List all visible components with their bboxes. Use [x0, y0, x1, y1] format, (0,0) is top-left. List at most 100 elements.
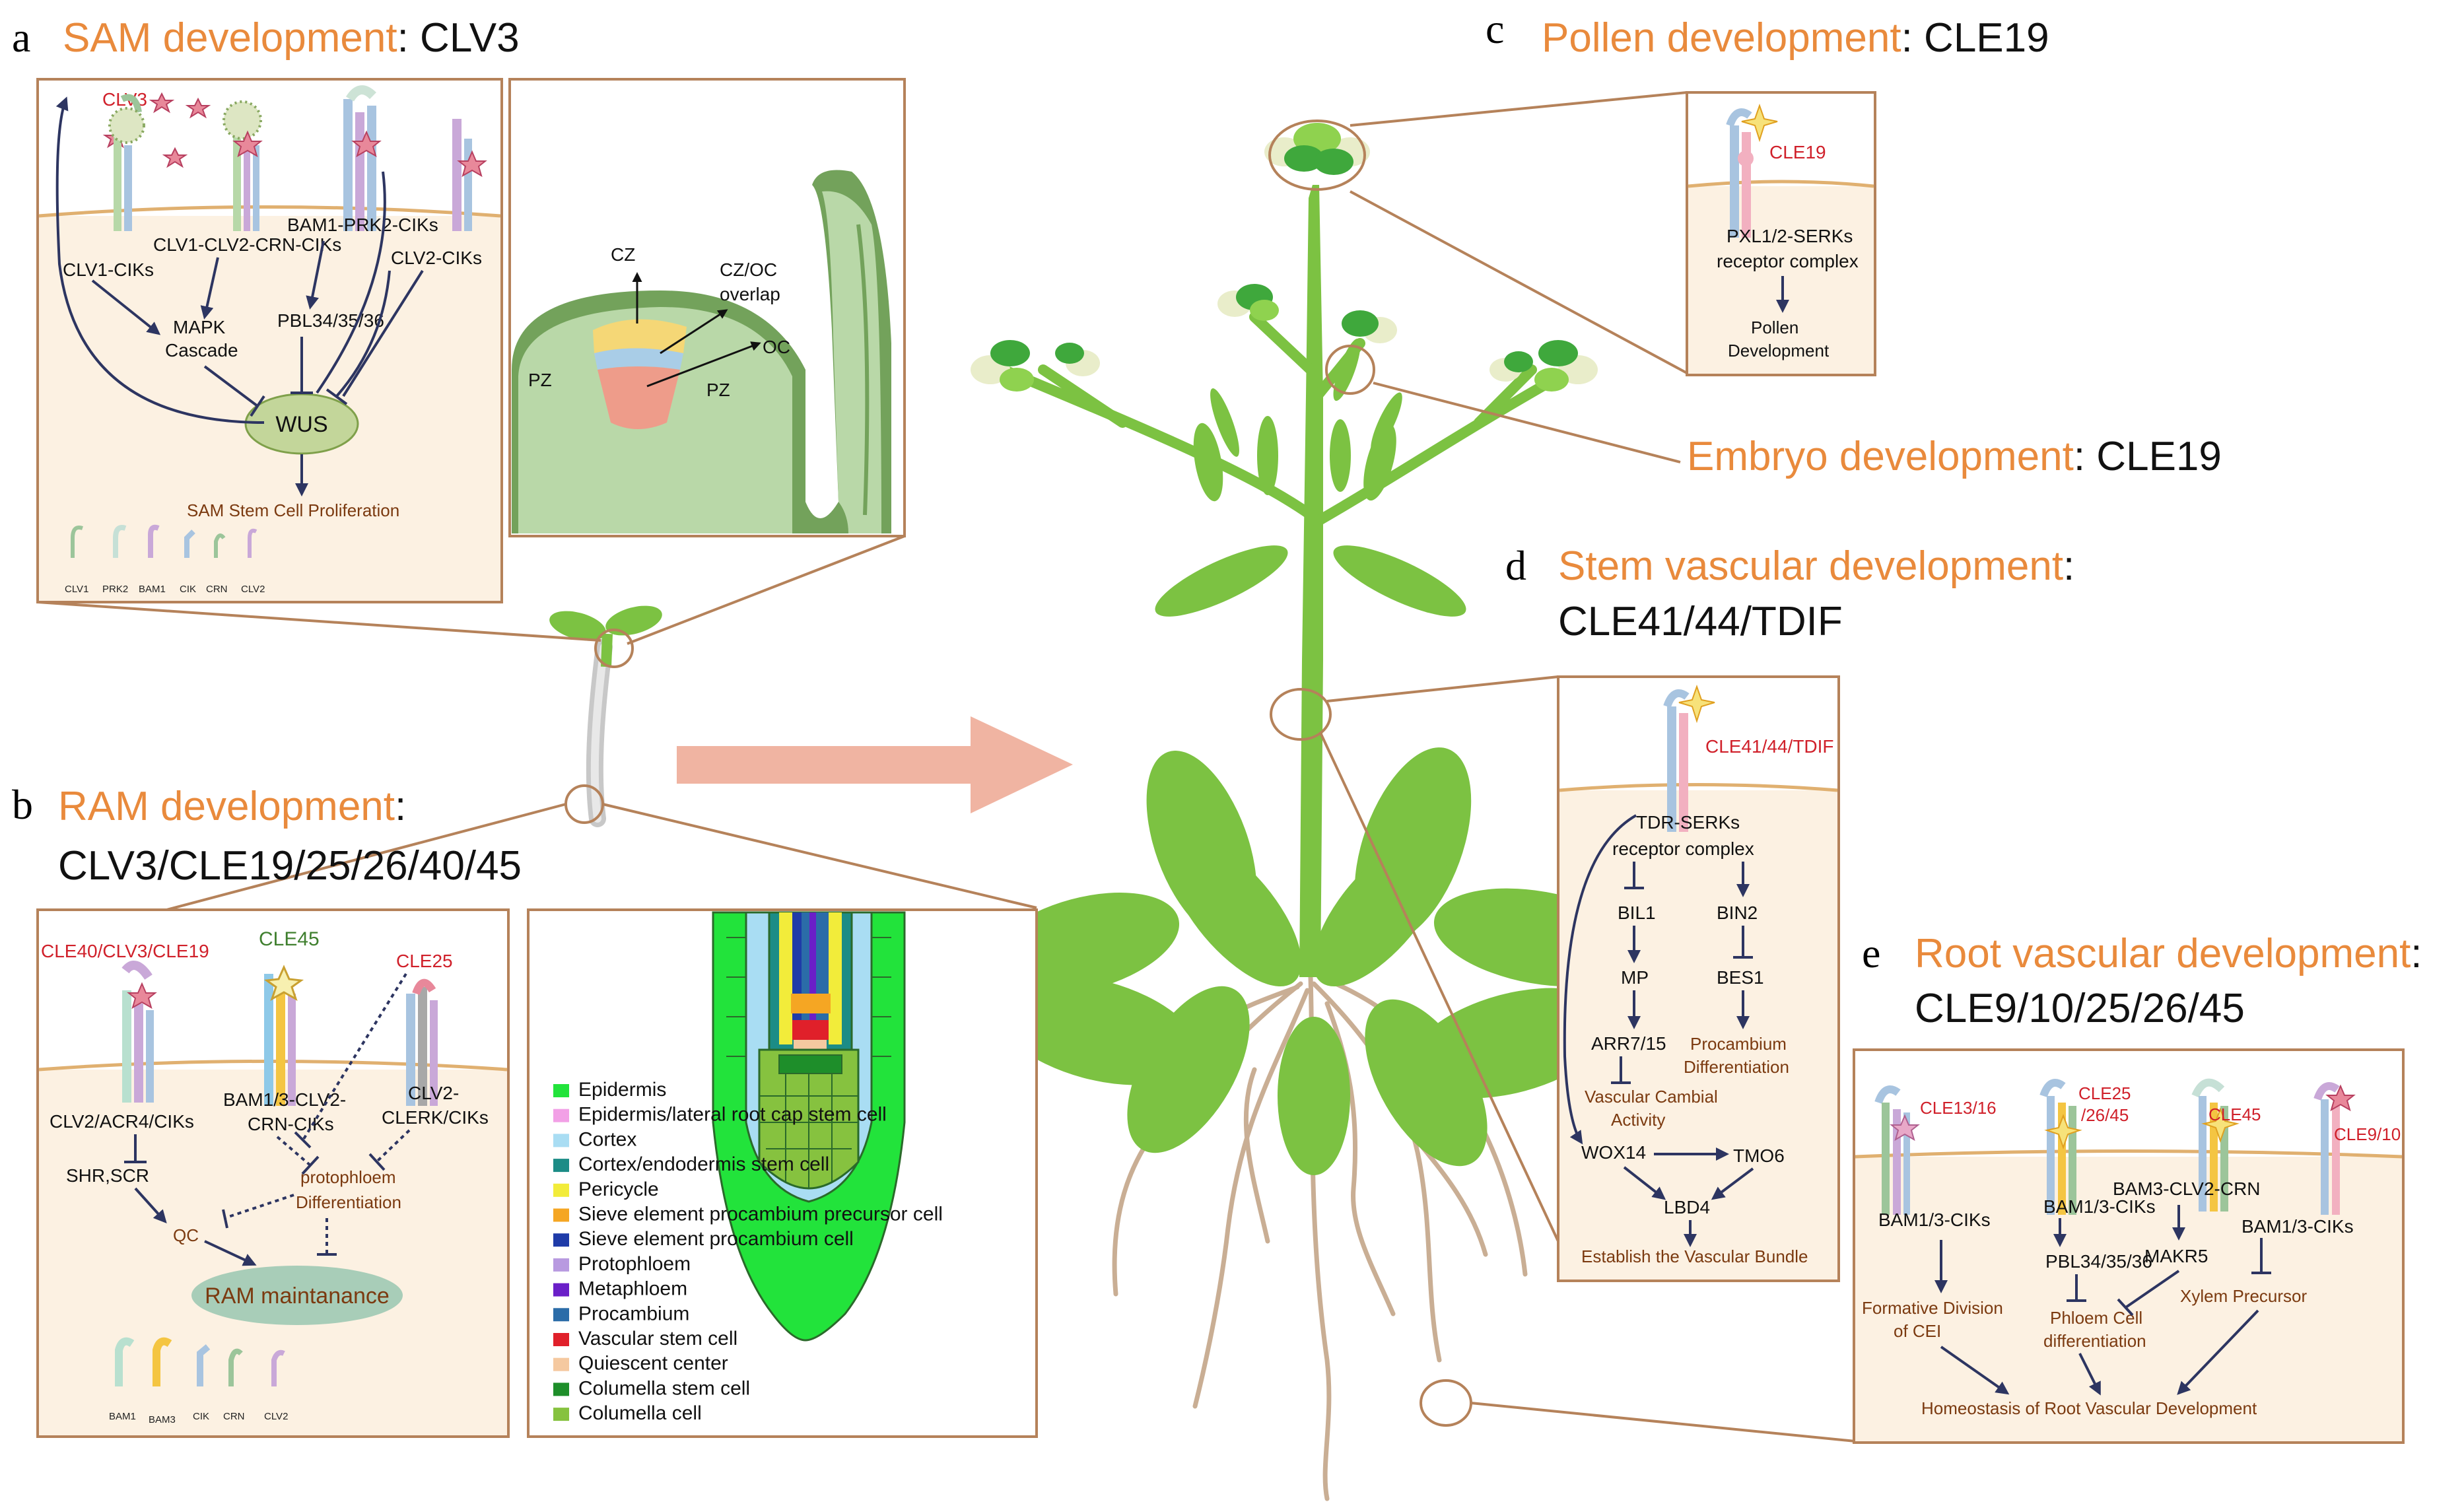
cle45-label-e: CLE45 — [2208, 1105, 2261, 1124]
panel-letter-e: e — [1862, 930, 1880, 976]
clv2-ciks-label: CLV2-CIKs — [391, 248, 482, 268]
receptor-complexes-b — [121, 961, 438, 1106]
clv2-clerk-label-1: CLV2- — [408, 1083, 459, 1103]
svg-text:RAM development:: RAM development: — [58, 784, 406, 829]
cz-label: CZ — [611, 244, 635, 265]
pollen-outcome-2: Development — [1728, 341, 1830, 360]
pxl-receptor-icon — [1726, 103, 1778, 238]
cell-legend-label: Pericycle — [578, 1178, 659, 1200]
cell-legend-swatch — [553, 1159, 569, 1173]
cle13-16-label: CLE13/16 — [1920, 1098, 1997, 1118]
tmo6-label: TMO6 — [1733, 1145, 1785, 1166]
cle41-label: CLE41/44/TDIF — [1705, 736, 1834, 757]
panel-a-title: SAM development — [63, 15, 397, 61]
pz-label-left: PZ — [528, 370, 552, 390]
receptor-complexes-a — [108, 85, 487, 231]
cell-legend-label: Protophloem — [578, 1253, 691, 1275]
bam3-clv2-crn-label: BAM3-CLV2-CRN — [2113, 1178, 2261, 1199]
makr5-label: MAKR5 — [2144, 1246, 2208, 1266]
legend-prk2: PRK2 — [102, 584, 128, 595]
cell-legend-label: Metaphloem — [578, 1278, 687, 1300]
protophloem-label-1: protophloem — [300, 1167, 396, 1187]
cell-legend-label: Epidermis/lateral root cap stem cell — [578, 1104, 887, 1126]
panel-b: b RAM development: CLV3/CLE19/25/26/40/4… — [12, 781, 1038, 1438]
panel-b-title: RAM development — [58, 784, 395, 829]
cle19-label-c: CLE19 — [1769, 142, 1826, 162]
cell-legend-swatch — [553, 1258, 569, 1272]
wus-label: WUS — [275, 412, 327, 437]
cle25-label-b: CLE25 — [396, 951, 453, 971]
root-tip-illustration — [712, 911, 906, 1342]
receptor-complexes-e — [1874, 1078, 2356, 1215]
flower-clusters — [971, 123, 1598, 392]
oc-label: OC — [763, 337, 790, 357]
seedling — [549, 605, 662, 827]
meristem-illustration — [512, 170, 891, 533]
branches — [998, 312, 1577, 527]
cell-legend-label: Procambium — [578, 1303, 689, 1324]
bam13-ciks-label-1: BAM1/3-CIKs — [1878, 1210, 1991, 1230]
cell-legend-swatch — [553, 1357, 569, 1371]
embryo-title: Embryo development — [1687, 434, 2074, 479]
stem-outcome-label: Establish the Vascular Bundle — [1581, 1246, 1808, 1266]
cell-legend-label: Cortex — [578, 1128, 636, 1150]
pz-label-right: PZ — [706, 380, 730, 400]
formative-label-2: of CEI — [1894, 1321, 1941, 1341]
legend-crn: CRN — [206, 584, 228, 595]
pxl-label-2: receptor complex — [1717, 251, 1859, 271]
pbl-label-a: PBL34/35/36 — [277, 310, 384, 331]
panel-letter-c: c — [1486, 5, 1504, 52]
qc-label: QC — [173, 1225, 199, 1245]
svg-text:SAM development: CLV3: SAM development: CLV3 — [63, 15, 520, 61]
panel-d-title-suffix: : — [2063, 543, 2074, 589]
cell-legend-swatch — [553, 1283, 569, 1297]
panel-d: d Stem vascular development: CLE41/44/TD… — [1505, 542, 2074, 1282]
bes1-label: BES1 — [1717, 967, 1764, 988]
clv2-clerk-label-2: CLERK/CIKs — [382, 1107, 489, 1128]
clv1-ciks-label: CLV1-CIKs — [63, 259, 154, 280]
cell-legend-label: Vascular stem cell — [578, 1328, 737, 1349]
legend-bam3-b: BAM3 — [149, 1414, 176, 1425]
panel-letter-b: b — [12, 781, 33, 828]
wox14-label: WOX14 — [1581, 1142, 1646, 1163]
czoc-label-2: overlap — [720, 284, 780, 304]
legend-crn-b: CRN — [223, 1411, 245, 1422]
cell-legend-swatch — [553, 1134, 569, 1147]
mapk-label-1: MAPK — [173, 317, 226, 337]
shr-scr-label: SHR,SCR — [66, 1165, 149, 1186]
cell-legend-label: Cortex/endodermis stem cell — [578, 1153, 829, 1175]
legend-clv2-b: CLV2 — [264, 1411, 288, 1422]
panel-e-title-suffix: : — [2411, 931, 2422, 976]
legend-clv1: CLV1 — [65, 584, 88, 595]
czoc-label-1: CZ/OC — [720, 259, 777, 280]
root-vascular-outcome: Homeostasis of Root Vascular Development — [1921, 1398, 2257, 1418]
tdr-receptor-icon — [1663, 684, 1715, 832]
cell-legend-swatch — [553, 1233, 569, 1247]
bam13-ciks-label-2: BAM1/3-CIKs — [2043, 1196, 2156, 1217]
tdr-label-2: receptor complex — [1612, 838, 1754, 859]
bam13-clv2-label-2: CRN-CIKs — [248, 1114, 334, 1134]
bam13-ciks-label-3: BAM1/3-CIKs — [2242, 1216, 2354, 1237]
cle25-label-e: CLE25 — [2078, 1083, 2131, 1103]
cle9-10-label: CLE9/10 — [2334, 1124, 2401, 1144]
cell-legend-swatch — [553, 1333, 569, 1346]
bil1-label: BIL1 — [1618, 903, 1656, 923]
panel-d-peptides: CLE41/44/TDIF — [1558, 599, 1843, 644]
clv1-clv2-crn-ciks-label: CLV1-CLV2-CRN-CIKs — [153, 234, 341, 255]
arabidopsis-plant — [971, 123, 1643, 1501]
pollen-outcome-1: Pollen — [1751, 318, 1798, 337]
pbl-label-e: PBL34/35/36 — [2045, 1251, 2152, 1272]
receptor-legend-b — [115, 1337, 285, 1386]
legend-bam1-b: BAM1 — [109, 1411, 136, 1422]
phloem-label-2: differentiation — [2043, 1331, 2146, 1351]
cambial-label-2: Activity — [1611, 1110, 1665, 1130]
cell-legend-label: Epidermis — [578, 1079, 666, 1101]
mapk-label-2: Cascade — [165, 340, 238, 360]
panel-e-peptides: CLE9/10/25/26/45 — [1915, 986, 2245, 1031]
cell-legend-swatch — [553, 1109, 569, 1122]
cell-legend-label: Sieve element procambium cell — [578, 1228, 854, 1250]
panel-c-title: Pollen development — [1542, 15, 1901, 61]
xylem-label: Xylem Precursor — [2180, 1286, 2307, 1306]
mp-label: MP — [1621, 967, 1649, 988]
